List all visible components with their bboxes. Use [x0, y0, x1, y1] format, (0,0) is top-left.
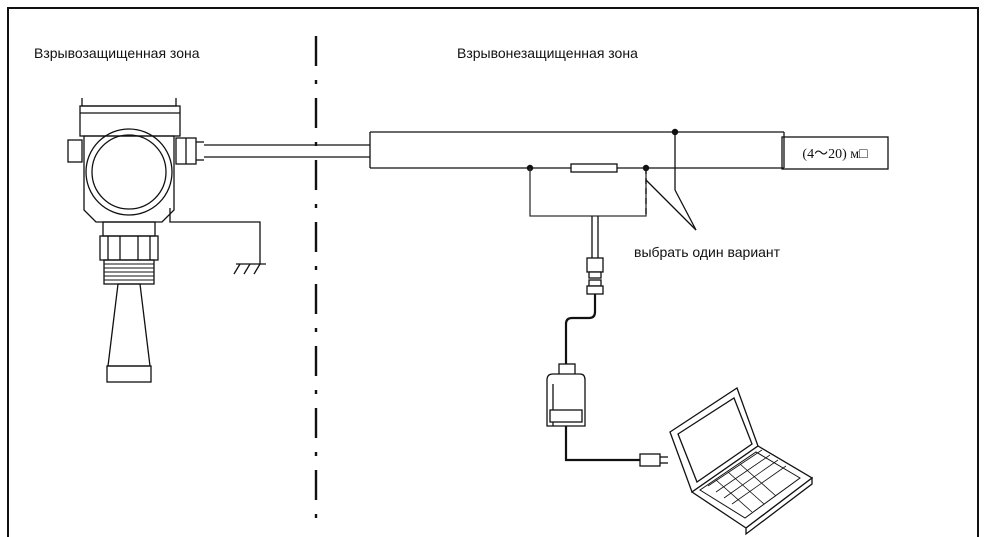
- connection-options: [529, 132, 697, 258]
- explosion-proof-zone-label: Взрывозащищенная зона: [34, 45, 200, 61]
- usb-plug-icon: [639, 453, 668, 467]
- signal-cable-wide: [369, 131, 784, 169]
- laptop-cable: [564, 426, 640, 462]
- connector-plug-icon: [586, 257, 604, 295]
- hart-modem-icon: [546, 363, 586, 427]
- non-explosion-proof-zone-label: Взрывонезащищенная зона: [457, 45, 638, 61]
- choice-note: выбрать один вариант: [634, 244, 781, 260]
- ground-icon: [169, 208, 266, 275]
- frame-border: [7, 7, 979, 537]
- signal-box-label: (4～20) м□: [802, 147, 868, 162]
- laptop-icon: [669, 387, 814, 536]
- signal-cable: [204, 144, 370, 158]
- load-resistor: [570, 163, 618, 173]
- modem-cable: [564, 294, 597, 378]
- signal-box: [781, 136, 889, 170]
- radar-level-transmitter-icon: [67, 98, 204, 383]
